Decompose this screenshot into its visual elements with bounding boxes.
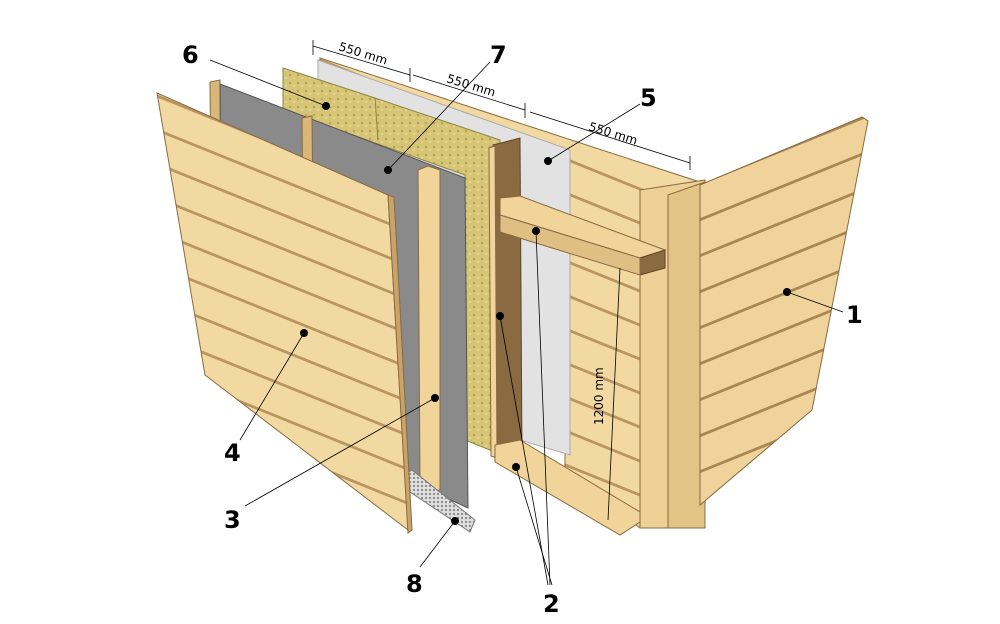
callout-8: 8 bbox=[406, 570, 423, 598]
frame-bottom-plate bbox=[494, 439, 641, 536]
callout-5: 5 bbox=[640, 84, 657, 112]
dimension-spacing-2: 550 mm bbox=[445, 71, 497, 99]
dimension-spacing-1: 550 mm bbox=[337, 39, 389, 67]
battens bbox=[417, 165, 441, 493]
callout-7: 7 bbox=[490, 41, 507, 69]
callout-4: 4 bbox=[224, 439, 241, 467]
leader-lines bbox=[209, 59, 844, 586]
dimension-height: 1200 mm bbox=[592, 367, 606, 425]
callout-6: 6 bbox=[182, 41, 199, 69]
leader-dots bbox=[300, 102, 791, 525]
exterior-cladding bbox=[156, 92, 413, 534]
log-wall-right bbox=[699, 116, 869, 507]
callout-1: 1 bbox=[846, 301, 863, 329]
callout-2: 2 bbox=[543, 590, 560, 618]
dimension-lines bbox=[312, 40, 691, 521]
callout-3: 3 bbox=[224, 506, 241, 534]
dimension-spacing-3: 550 mm bbox=[587, 119, 639, 147]
